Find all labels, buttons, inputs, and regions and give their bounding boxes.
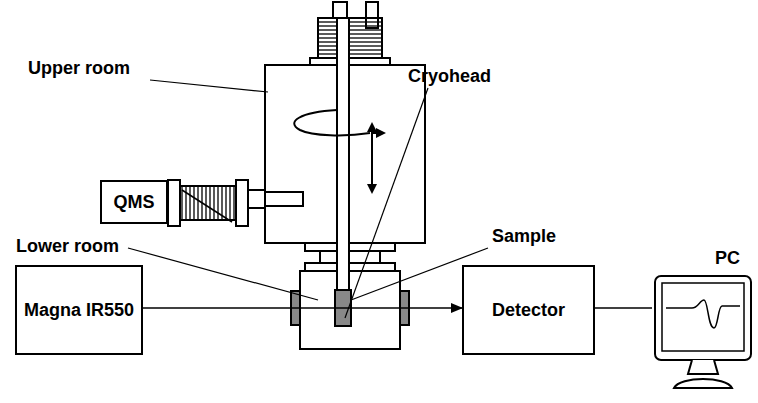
part-label: Sample [492,226,556,247]
part-label: Upper room [28,58,130,79]
node-text: QMS [107,192,160,213]
part-label: Lower room [16,236,119,257]
pc-monitor: PC [652,248,754,400]
detector-box: Detector [462,265,595,355]
node-text: Detector [486,300,571,321]
part-label: Cryohead [408,66,491,87]
node-heading: PC [715,248,740,269]
qms-box: QMS [100,180,168,224]
instrument-box: Magna IR550 [15,265,143,355]
beam-connector [595,307,652,309]
node-text: Magna IR550 [18,300,140,321]
monitor-icon [652,248,754,400]
beam-connector [143,307,462,309]
